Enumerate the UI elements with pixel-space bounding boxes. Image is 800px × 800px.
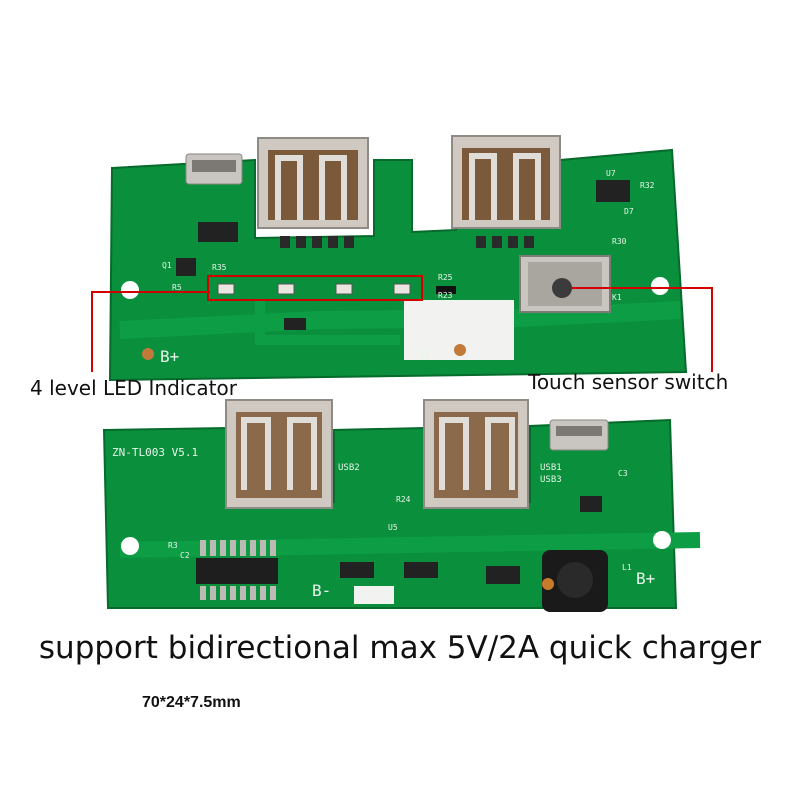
svg-text:R25: R25 xyxy=(438,273,453,282)
dimensions-text: 70*24*7.5mm xyxy=(142,694,241,711)
micro-usb-port-bottom xyxy=(549,419,609,451)
svg-text:U5: U5 xyxy=(388,523,398,532)
svg-text:R23: R23 xyxy=(438,291,453,300)
svg-text:R32: R32 xyxy=(640,181,655,190)
svg-text:R3: R3 xyxy=(168,541,178,550)
led-row xyxy=(217,283,411,295)
svg-text:USB3: USB3 xyxy=(540,475,562,485)
usb-a-port-top-right xyxy=(451,135,561,229)
main-ic-chip xyxy=(196,540,278,600)
svg-text:C2: C2 xyxy=(180,551,190,560)
svg-text:U7: U7 xyxy=(606,169,616,178)
usb-a-port-top-left xyxy=(257,137,369,229)
bottom-b-minus: B- xyxy=(312,581,331,600)
svg-text:C3: C3 xyxy=(618,469,628,478)
svg-text:USB2: USB2 xyxy=(338,463,360,473)
micro-usb-port-top xyxy=(185,153,243,185)
svg-text:R35: R35 xyxy=(212,263,227,272)
bottom-b-plus: B+ xyxy=(636,569,655,588)
bottom-pcb-board: ZN-TL003 V5.1 USB2 USB1 USB3 B+ B- R3 C2… xyxy=(102,399,701,612)
svg-text:L1: L1 xyxy=(622,563,632,572)
led-indicator-label: 4 level LED Indicator xyxy=(30,376,237,400)
model-label: ZN-TL003 V5.1 xyxy=(112,446,198,459)
inductor-coil xyxy=(542,550,608,612)
top-b-minus: B- xyxy=(420,345,439,364)
svg-text:R5: R5 xyxy=(172,283,182,292)
touch-switch-label: Touch sensor switch xyxy=(528,370,729,394)
svg-text:R24: R24 xyxy=(396,495,411,504)
svg-text:K1: K1 xyxy=(612,293,622,302)
top-b-plus: B+ xyxy=(160,347,179,366)
svg-text:D7: D7 xyxy=(624,207,634,216)
led-callout-line xyxy=(91,291,210,372)
touch-sensor-switch xyxy=(519,255,611,313)
switch-callout-line xyxy=(572,287,713,372)
svg-text:R30: R30 xyxy=(612,237,627,246)
caption-text: support bidirectional max 5V/2A quick ch… xyxy=(38,630,762,666)
usb-a-port-bottom-left xyxy=(225,399,333,509)
led-highlight-box xyxy=(207,275,423,301)
usb-a-port-bottom-right xyxy=(423,399,529,509)
svg-text:Q1: Q1 xyxy=(162,261,172,270)
svg-text:USB1: USB1 xyxy=(540,463,562,473)
top-pcb-board: B+ B- Q1 R5 R35 R25 R23 K1 U7 R32 D7 R30 xyxy=(91,135,713,382)
